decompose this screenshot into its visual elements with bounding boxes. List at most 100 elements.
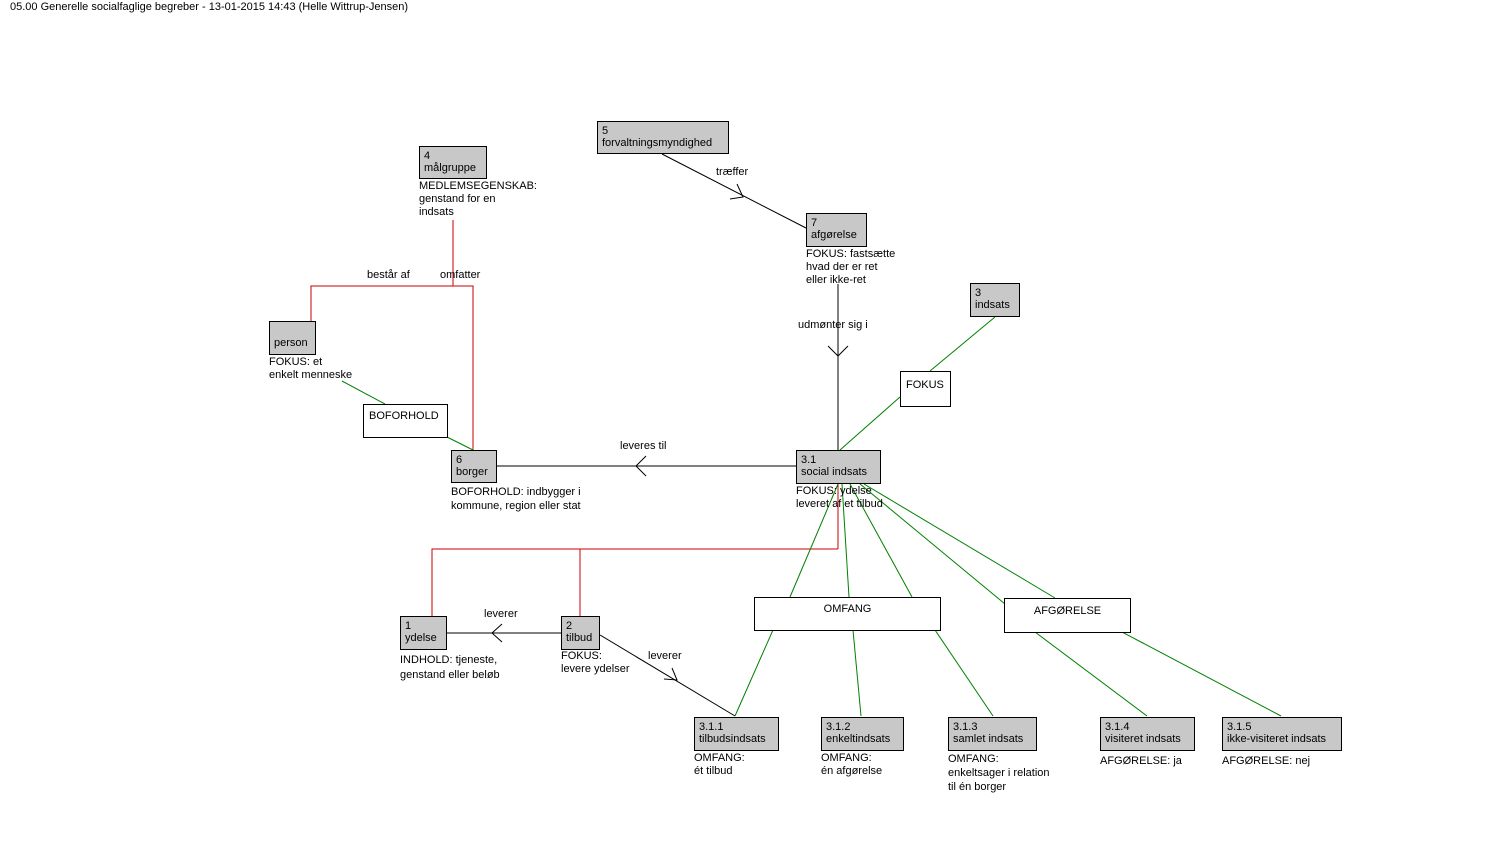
- concept-number: 3.1: [801, 454, 817, 466]
- note-line: kommune, region eller stat: [451, 500, 581, 512]
- line-omfang-311: [734, 629, 774, 717]
- concept-name: ikke-visiteret indsats: [1227, 733, 1327, 745]
- note-line: OMFANG:: [821, 752, 872, 764]
- concept-number: 2: [566, 620, 573, 632]
- concept-name: forvaltningsmyndighed: [602, 137, 713, 149]
- relation-label-bestar-af: består af: [367, 269, 410, 281]
- line-si-omfang-3: [849, 483, 913, 598]
- concept-number: 5: [602, 125, 609, 137]
- relation-label-leverer-ydelse: leverer: [484, 608, 518, 620]
- concept-name: indsats: [975, 299, 1010, 311]
- associative-relations: [447, 153, 849, 717]
- line-tilbud-tilbudsindsats: [599, 634, 736, 717]
- concept-number: [274, 325, 311, 337]
- arrow-udmonter: [827, 345, 849, 357]
- note-ydelse: INDHOLD: tjeneste, genstand eller beløb: [400, 653, 500, 683]
- concept-number: 3: [975, 287, 982, 299]
- arrow-leverer-tilbudsindsats: [663, 667, 678, 681]
- note-line: FOKUS: ydelse: [796, 485, 872, 497]
- note-line: OMFANG:: [694, 752, 745, 764]
- characteristic-fokus[interactable]: FOKUS: [900, 371, 951, 407]
- note-line: genstand eller beløb: [400, 669, 500, 681]
- note-social-indsats: FOKUS: ydelse leveret af et tilbud: [796, 485, 883, 511]
- note-malgruppe: MEDLEMSEGENSKAB: genstand for en indsats: [419, 180, 537, 219]
- concept-name: samlet indsats: [953, 733, 1024, 745]
- note-line: genstand for en: [419, 193, 496, 205]
- note-line: AFGØRELSE: nej: [1222, 755, 1311, 767]
- line-fokus-social-indsats: [839, 396, 901, 451]
- line-indsats-fokus: [929, 316, 996, 372]
- concept-indsats[interactable]: 3 indsats: [970, 283, 1020, 317]
- arrow-leverer-ydelse: [491, 623, 503, 643]
- concept-tilbudsindsats[interactable]: 3.1.1 tilbudsindsats: [694, 717, 779, 751]
- line-si-omfang-1: [789, 483, 839, 598]
- note-line: AFGØRELSE: ja: [1100, 755, 1182, 767]
- note-line: hvad der er ret: [806, 261, 878, 273]
- concept-tilbud[interactable]: 2 tilbud: [561, 616, 600, 650]
- note-line: enkelt menneske: [269, 369, 353, 381]
- concept-samlet-indsats[interactable]: 3.1.3 samlet indsats: [948, 717, 1037, 751]
- relation-label-udmonter: udmønter sig i: [798, 319, 868, 331]
- concept-name: person: [274, 337, 308, 349]
- concept-number: 4: [424, 150, 431, 162]
- characteristic-relations: [341, 316, 1282, 717]
- line-afgorelse-315: [1121, 631, 1282, 717]
- note-afgorelse: FOKUS: fastsætte hvad der er ret eller i…: [806, 248, 895, 287]
- concept-number: 6: [456, 454, 463, 466]
- note-person: FOKUS: et enkelt menneske: [269, 356, 352, 382]
- line-si-omfang-2: [841, 483, 850, 598]
- generic-relations: [310, 220, 839, 616]
- concept-name: ydelse: [405, 632, 437, 644]
- note-line: OMFANG:: [948, 753, 999, 765]
- note-line: enkeltsager i relation: [948, 767, 1050, 779]
- concept-name: målgruppe: [424, 162, 476, 174]
- concept-ikke-visiteret-indsats[interactable]: 3.1.5 ikke-visiteret indsats: [1222, 717, 1342, 751]
- concept-number: 3.1.1: [699, 721, 724, 733]
- line-boforhold-borger: [446, 436, 474, 451]
- line-omfang-312: [852, 629, 862, 717]
- concept-borger[interactable]: 6 borger: [451, 450, 497, 483]
- concept-forvaltningsmyndighed[interactable]: 5 forvaltningsmyndighed: [597, 121, 729, 154]
- line-afgorelse-314: [1034, 631, 1148, 717]
- note-line: FOKUS: fastsætte: [806, 248, 896, 260]
- characteristic-boforhold[interactable]: BOFORHOLD: [363, 404, 448, 438]
- note-visiteret-indsats: AFGØRELSE: ja: [1100, 755, 1182, 768]
- line-bracket-ydelse-tilbud: [431, 548, 838, 616]
- note-line: FOKUS:: [561, 650, 602, 662]
- concept-person[interactable]: person: [269, 321, 316, 355]
- concept-name: visiteret indsats: [1105, 733, 1181, 745]
- concept-name: enkeltindsats: [826, 733, 891, 745]
- arrow-traeffer: [729, 183, 744, 200]
- concept-ydelse[interactable]: 1 ydelse: [400, 616, 447, 650]
- relation-label-leverer-tilbudsindsats: leverer: [648, 650, 682, 662]
- concept-number: 1: [405, 620, 412, 632]
- relation-label-traeffer: træffer: [716, 166, 749, 178]
- concept-name: social indsats: [801, 466, 868, 478]
- relation-label-leveres-til: leveres til: [620, 440, 667, 452]
- concept-enkeltindsats[interactable]: 3.1.2 enkeltindsats: [821, 717, 904, 751]
- concept-malgruppe[interactable]: 4 målgruppe: [419, 146, 487, 179]
- characteristic-afgorelse[interactable]: AFGØRELSE: [1004, 598, 1131, 633]
- concept-number: 7: [811, 217, 818, 229]
- note-enkeltindsats: OMFANG: én afgørelse: [821, 752, 882, 778]
- note-line: FOKUS: et: [269, 356, 323, 368]
- line-forvaltning-afgorelse: [661, 153, 807, 229]
- concept-name: tilbud: [566, 632, 593, 644]
- diagram-header: 05.00 Generelle socialfaglige begreber -…: [10, 1, 409, 13]
- concept-number: 3.1.2: [826, 721, 851, 733]
- concept-visiteret-indsats[interactable]: 3.1.4 visiteret indsats: [1100, 717, 1195, 751]
- note-borger: BOFORHOLD: indbygger i kommune, region e…: [451, 485, 581, 513]
- note-line: MEDLEMSEGENSKAB:: [419, 180, 537, 192]
- concept-number: 3.1.5: [1227, 721, 1252, 733]
- line-bracket-person-borger: [310, 285, 474, 450]
- note-line: indsats: [419, 206, 454, 218]
- concept-social-indsats[interactable]: 3.1 social indsats: [796, 450, 881, 484]
- note-line: levere ydelser: [561, 663, 630, 675]
- concept-afgorelse[interactable]: 7 afgørelse: [806, 213, 867, 247]
- relation-label-omfatter: omfatter: [440, 269, 481, 281]
- line-si-afgorelse-1: [859, 483, 1006, 605]
- arrow-leveres-til: [635, 455, 647, 477]
- characteristic-omfang[interactable]: OMFANG: [754, 597, 941, 631]
- note-ikke-visiteret-indsats: AFGØRELSE: nej: [1222, 755, 1310, 768]
